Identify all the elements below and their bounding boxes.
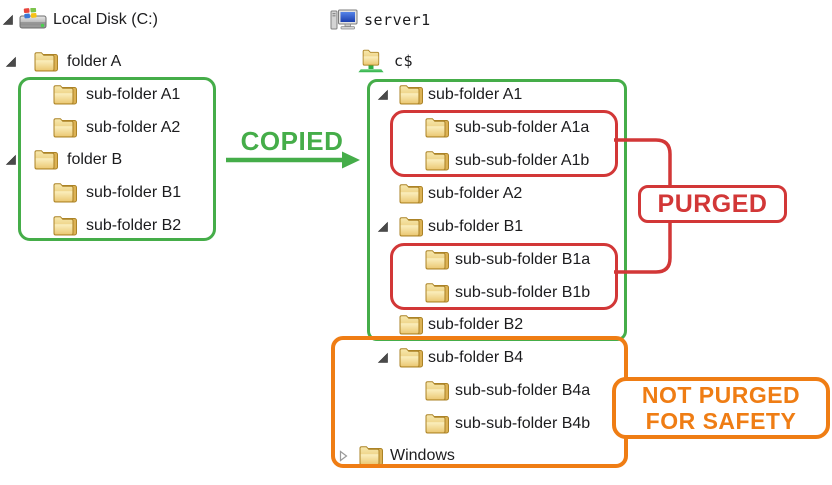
computer-icon <box>330 8 358 32</box>
not-purged-label: NOT PURGED FOR SAFETY <box>612 377 830 439</box>
tree-item-sub-folder-a1[interactable]: sub-folder A1 <box>52 80 180 110</box>
folder-icon <box>33 50 59 74</box>
tree-item-sub-sub-folder-a1b[interactable]: sub-sub-folder A1b <box>424 146 589 176</box>
folder-icon <box>424 116 450 140</box>
expander-collapsed-icon[interactable] <box>337 450 349 462</box>
expander-expanded-icon[interactable] <box>377 221 389 233</box>
tree-item-folder-a[interactable]: folder A <box>5 47 121 77</box>
tree-item-label: folder B <box>67 151 123 168</box>
tree-item-sub-sub-folder-b1a[interactable]: sub-sub-folder B1a <box>424 245 590 275</box>
tree-item-label: c$ <box>394 52 414 70</box>
folder-icon <box>424 379 450 403</box>
folder-icon <box>358 444 384 468</box>
folder-icon <box>398 215 424 239</box>
tree-item-sub-folder-a1-dest[interactable]: sub-folder A1 <box>377 80 522 110</box>
expander-expanded-icon[interactable] <box>377 89 389 101</box>
shared-folder-icon <box>358 48 384 74</box>
tree-item-sub-folder-a2-dest[interactable]: sub-folder A2 <box>398 179 522 209</box>
tree-item-folder-b[interactable]: folder B <box>5 145 122 175</box>
tree-item-sub-sub-folder-b4b[interactable]: sub-sub-folder B4b <box>424 409 590 439</box>
tree-item-server1[interactable]: server1 <box>330 5 431 35</box>
tree-item-sub-folder-b1[interactable]: sub-folder B1 <box>52 178 181 208</box>
tree-item-label: sub-sub-folder A1b <box>455 152 590 169</box>
tree-item-label: sub-sub-folder A1a <box>455 119 590 136</box>
tree-item-label: sub-sub-folder B1a <box>455 251 591 268</box>
folder-icon <box>33 148 59 172</box>
tree-item-windows[interactable]: Windows <box>337 441 455 471</box>
tree-item-label: folder A <box>67 53 122 70</box>
folder-icon <box>52 116 78 140</box>
tree-item-sub-folder-b2[interactable]: sub-folder B2 <box>52 211 181 241</box>
tree-item-label: server1 <box>364 11 431 29</box>
folder-icon <box>398 83 424 107</box>
folder-icon <box>424 248 450 272</box>
tree-item-label: sub-sub-folder B4a <box>455 382 591 399</box>
folder-icon <box>424 281 450 305</box>
tree-item-label: sub-folder A2 <box>86 119 181 136</box>
tree-item-label: sub-sub-folder B4b <box>455 415 591 432</box>
tree-item-label: sub-folder B1 <box>86 184 182 201</box>
tree-item-sub-folder-b2-dest[interactable]: sub-folder B2 <box>398 310 523 340</box>
tree-item-local-disk-c[interactable]: Local Disk (C:) <box>2 5 158 35</box>
tree-item-label: sub-folder B1 <box>428 218 524 235</box>
tree-item-label: Windows <box>390 447 455 464</box>
tree-item-sub-sub-folder-a1a[interactable]: sub-sub-folder A1a <box>424 113 589 143</box>
tree-item-label: sub-folder A1 <box>428 86 523 103</box>
expander-expanded-icon[interactable] <box>377 352 389 364</box>
tree-item-label: sub-folder B2 <box>86 217 182 234</box>
tree-item-label: sub-sub-folder B1b <box>455 284 591 301</box>
copied-label: COPIED <box>240 125 344 156</box>
tree-item-sub-sub-folder-b1b[interactable]: sub-sub-folder B1b <box>424 278 590 308</box>
expander-expanded-icon[interactable] <box>5 56 17 68</box>
expander-expanded-icon[interactable] <box>5 154 17 166</box>
tree-item-label: sub-folder B2 <box>428 316 524 333</box>
tree-item-sub-folder-a2[interactable]: sub-folder A2 <box>52 113 180 143</box>
folder-icon <box>52 181 78 205</box>
disk-icon <box>19 8 47 32</box>
folder-icon <box>52 83 78 107</box>
tree-item-sub-folder-b4[interactable]: sub-folder B4 <box>377 343 523 373</box>
folder-icon <box>398 313 424 337</box>
expander-expanded-icon[interactable] <box>2 14 14 26</box>
tree-item-label: sub-folder B4 <box>428 349 524 366</box>
tree-item-sub-sub-folder-b4a[interactable]: sub-sub-folder B4a <box>424 376 590 406</box>
not-purged-label-line1: NOT PURGED <box>641 382 801 408</box>
folder-icon <box>424 149 450 173</box>
tree-item-label: sub-folder A1 <box>86 86 181 103</box>
purged-label: PURGED <box>638 185 787 223</box>
folder-icon <box>424 412 450 436</box>
folder-icon <box>398 182 424 206</box>
folder-icon <box>398 346 424 370</box>
folder-icon <box>52 214 78 238</box>
tree-item-sub-folder-b1-dest[interactable]: sub-folder B1 <box>377 212 523 242</box>
tree-item-label: Local Disk (C:) <box>53 11 158 28</box>
not-purged-label-line2: FOR SAFETY <box>645 408 797 434</box>
tree-item-label: sub-folder A2 <box>428 185 523 202</box>
tree-item-c-share[interactable]: c$ <box>358 46 413 76</box>
